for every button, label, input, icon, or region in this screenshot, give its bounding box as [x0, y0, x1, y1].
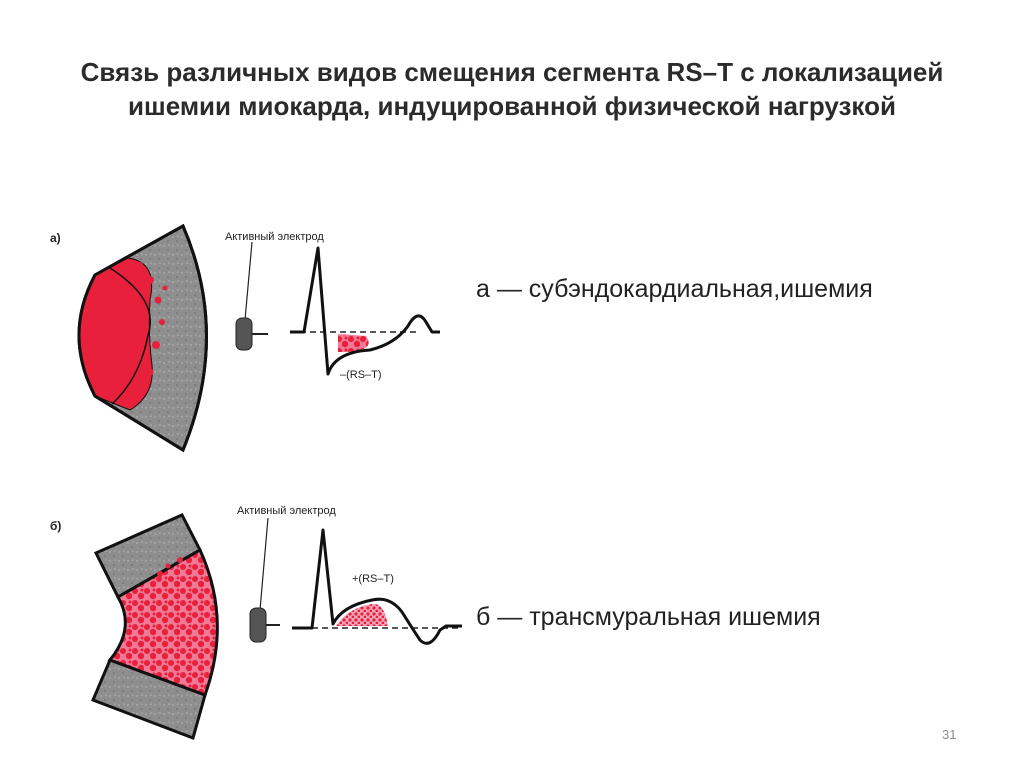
caption-subendocardial: а — субэндокардиальная,ишемия — [476, 275, 873, 304]
active-electrode-b — [250, 518, 280, 642]
electrode-label-a: Активный электрод — [225, 231, 324, 243]
rst-shift-label-a: –(RS–T) — [340, 369, 382, 381]
ecg-waveform-b — [292, 530, 462, 643]
active-electrode-a — [236, 242, 268, 350]
panel-b: б) Активный электрод +(RS–T) — [50, 505, 462, 738]
caption-transmural: б — трансмуральная ишемия — [476, 603, 821, 632]
slide-number: 31 — [942, 727, 956, 742]
rst-shift-label-b: +(RS–T) — [352, 573, 394, 585]
electrode-label-b: Активный электрод — [237, 505, 336, 517]
ecg-waveform-a — [290, 248, 440, 374]
panel-a: а) Активный электрод –(RS–T) — [50, 226, 440, 450]
panel-b-letter: б) — [50, 519, 61, 533]
panel-a-letter: а) — [50, 231, 61, 245]
